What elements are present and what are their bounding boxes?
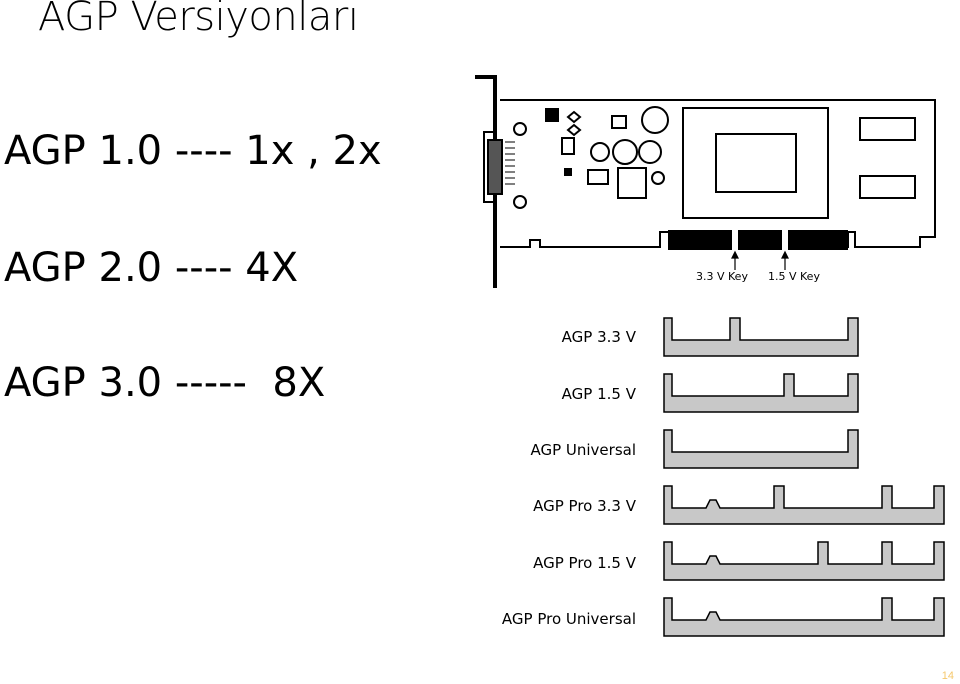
- slot-agp-pro-universal: [663, 597, 945, 637]
- slot-agp-pro-1-5v: [663, 541, 945, 581]
- slot-agp-pro-3-3v: [663, 485, 945, 525]
- slot-label-agp-pro-1-5v: AGP Pro 1.5 V: [533, 554, 636, 572]
- slot-agp-universal: [663, 429, 859, 469]
- agp-card-diagram: [475, 75, 936, 288]
- key-label-3-3v: 3.3 V Key: [696, 270, 748, 283]
- key-label-1-5v: 1.5 V Key: [768, 270, 820, 283]
- slot-label-agp-pro-universal: AGP Pro Universal: [501, 610, 636, 628]
- page-number: 14: [941, 670, 954, 682]
- slot-agp-1-5v: [663, 373, 859, 413]
- agp-2-0-text: AGP 2.0 ---- 4X: [4, 245, 299, 291]
- slot-label-agp-1-5v: AGP 1.5 V: [561, 385, 636, 403]
- page-title: AGP Versiyonları: [38, 0, 359, 40]
- agp-1-0-text: AGP 1.0 ---- 1x , 2x: [4, 128, 382, 174]
- slot-label-agp-universal: AGP Universal: [530, 441, 636, 459]
- slot-label-agp-pro-3-3v: AGP Pro 3.3 V: [533, 497, 636, 515]
- slot-agp-3-3v: [663, 317, 859, 357]
- slot-label-agp-3-3v: AGP 3.3 V: [561, 328, 636, 346]
- agp-3-0-text: AGP 3.0 ----- 8X: [4, 360, 326, 406]
